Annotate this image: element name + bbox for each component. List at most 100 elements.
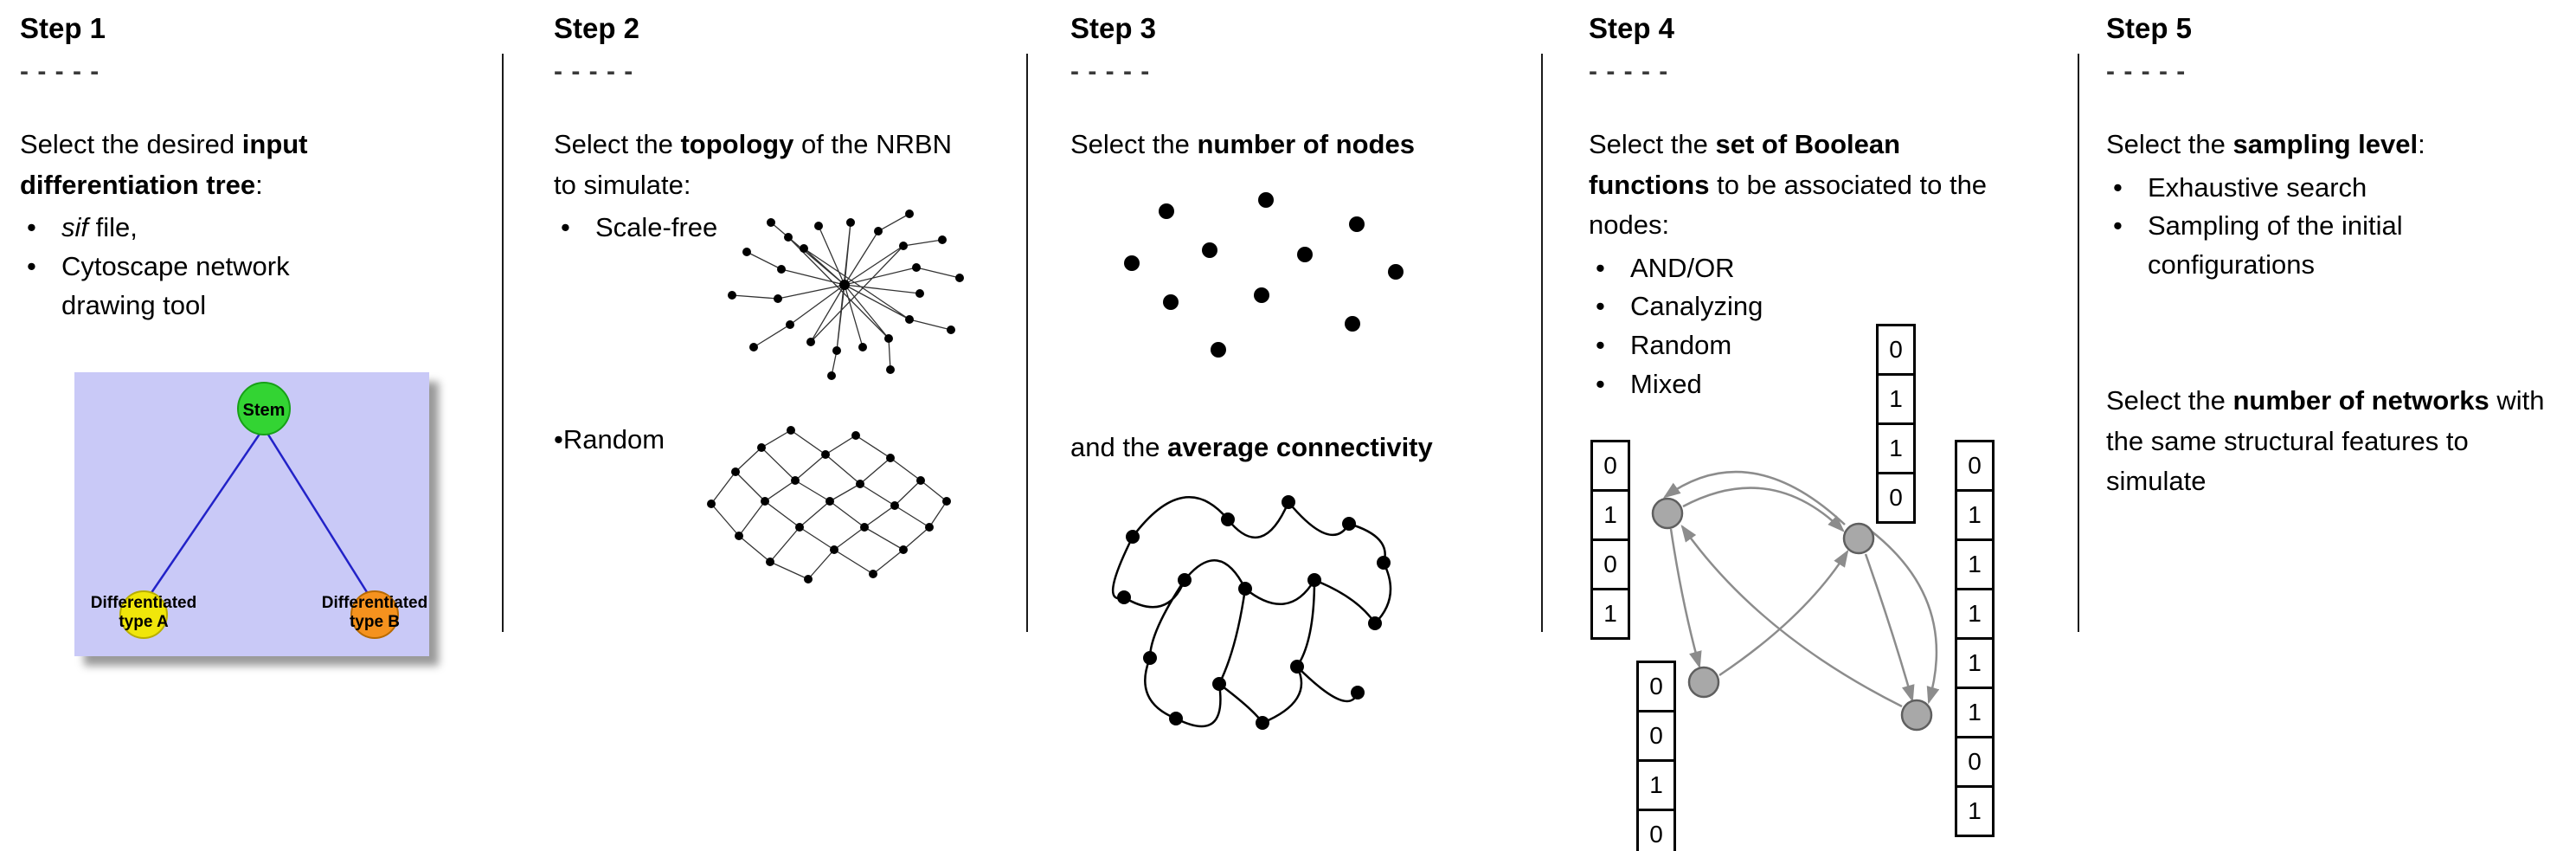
step-5-second-bold: number of networks [2232, 385, 2489, 416]
bullet-text: Sampling of the initial configurations [2148, 210, 2403, 280]
truth-table-cell: 0 [1590, 440, 1630, 492]
bullet-icon: • [1596, 369, 1605, 400]
differentiation-tree-svg: Stem Differentiated type A Differentiate… [91, 382, 427, 639]
type-a-label-line1: Differentiated [91, 594, 196, 612]
list-item: • Random [554, 421, 665, 460]
step-1-dashes: - - - - - [20, 57, 100, 86]
bullet-text: Random [1630, 330, 1732, 361]
list-item: • Sampling of the initial configurations [2106, 207, 2574, 285]
step-5-second: Select the number of networks with the s… [2106, 381, 2556, 502]
list-item: • Exhaustive search [2106, 169, 2574, 208]
bullet-text: Cytoscape network drawing tool [61, 250, 290, 320]
step-5-bullet-list: • Exhaustive search • Sampling of the in… [2106, 169, 2574, 286]
scale-free-network-graphic [728, 210, 964, 380]
step-4-title: Step 4 [1589, 12, 1675, 44]
boolean-node [1842, 522, 1875, 555]
truth-table-cell: 0 [1590, 538, 1630, 590]
truth-table-cell: 1 [1955, 489, 1995, 541]
list-item: • Canalyzing [1589, 287, 2078, 326]
step-3-second-bold: average connectivity [1167, 432, 1433, 462]
step-2-dashes: - - - - - [554, 57, 634, 86]
step-1-intro: Select the desired input differentiation… [20, 125, 427, 205]
bullet-icon: • [2113, 171, 2123, 203]
sif-italic: sif [61, 212, 88, 242]
sif-rest: file, [88, 212, 138, 242]
step-2-title: Step 2 [554, 12, 640, 44]
step-1-title: Step 1 [20, 12, 106, 44]
step-5-intro: Select the sampling level: [2106, 125, 2556, 165]
random-nodes [707, 426, 951, 583]
truth-table-cell: 1 [1955, 588, 1995, 640]
truth-table-cell: 1 [1876, 422, 1916, 474]
truth-table-cell: 1 [1636, 759, 1676, 811]
connectivity-nodes [1117, 495, 1391, 730]
type-b-node [350, 590, 399, 639]
random-network-graphic [707, 426, 951, 583]
boolean-edges [1662, 470, 1940, 708]
step-5-dashes: - - - - - [2106, 57, 2187, 86]
step-5-intro-pre: Select the [2106, 129, 2233, 159]
boolean-network-graphic: 0 1 1 0 0 1 0 1 0 0 1 0 0 1 1 1 [1585, 314, 2001, 851]
truth-table-cell: 0 [1955, 736, 1995, 788]
list-item: • sif file, [20, 209, 502, 248]
bullet-text: Exhaustive search [2148, 171, 2367, 203]
bullet-text: Random [562, 424, 665, 455]
differentiation-tree-graphic: Stem Differentiated type A Differentiate… [74, 372, 429, 656]
bullet-icon: • [554, 424, 563, 455]
step-4-intro-bold: set of Boolean functions [1589, 129, 1901, 200]
random-edges [710, 429, 948, 580]
step-4-column: Step 4 - - - - - Select the set of Boole… [1543, 0, 2078, 851]
step-4-intro: Select the set of Boolean functions to b… [1589, 125, 2021, 246]
truth-table-cell: 0 [1876, 324, 1916, 376]
truth-table-top: 0 1 1 0 [1876, 324, 1916, 524]
list-item: • AND/OR [1589, 249, 2078, 288]
stem-node [237, 382, 291, 435]
truth-table-cell: 0 [1876, 472, 1916, 524]
bullet-icon: • [27, 212, 36, 242]
step-3-dashes: - - - - - [1070, 57, 1151, 86]
step-5-column: Step 5 - - - - - Select the sampling lev… [2079, 0, 2574, 851]
truth-table-cell: 0 [1636, 710, 1676, 762]
boolean-node [1687, 666, 1720, 699]
step-5-second-post: with the same structural features to sim… [2106, 385, 2545, 496]
list-item: • Scale-free [554, 209, 1026, 248]
truth-table-cell: 1 [1955, 637, 1995, 689]
bullet-icon: • [1596, 291, 1605, 322]
truth-table-cell: 0 [1636, 809, 1676, 851]
step-1-intro-pre: Select the desired [20, 129, 242, 159]
bullet-icon: • [1596, 330, 1605, 361]
bullet-icon: • [2113, 210, 2123, 242]
step-5-intro-bold: sampling level [2232, 129, 2419, 159]
step-4-intro-post: to be associated to the nodes: [1589, 169, 1988, 241]
step-3-title: Step 3 [1070, 12, 1157, 44]
step-3-intro-pre: Select the [1070, 129, 1198, 159]
connectivity-edges [1111, 496, 1392, 728]
scatter-dots [1124, 192, 1404, 358]
truth-table-cell: 1 [1955, 785, 1995, 837]
list-item: • Cytoscape network drawing tool [20, 248, 502, 326]
step-5-title: Step 5 [2106, 12, 2193, 44]
column-divider [502, 54, 504, 632]
truth-table-left: 0 1 0 1 [1590, 440, 1630, 640]
step-3-column: Step 3 - - - - - Select the number of no… [1028, 0, 1541, 851]
step-4-bullet-list: • AND/OR • Canalyzing • Random • Mixed [1589, 249, 2078, 405]
step-1-intro-bold: input differentiation tree [20, 129, 308, 200]
bullet-text: sif file, [61, 209, 330, 248]
step-4-intro-pre: Select the [1589, 129, 1716, 159]
list-item: • Random [1589, 326, 2078, 365]
scale-free-nodes [728, 210, 964, 380]
type-b-label-line1: Differentiated [322, 594, 427, 612]
step-1-intro-post: : [255, 169, 263, 200]
bullet-text: Scale-free [595, 212, 718, 242]
truth-table-cell: 0 [1955, 440, 1995, 492]
step-2-intro-post: of the NRBN to simulate: [554, 129, 952, 200]
type-a-node [119, 590, 168, 639]
truth-table-cell: 1 [1955, 687, 1995, 738]
step-2-intro-pre: Select the [554, 129, 681, 159]
column-divider [2078, 54, 2079, 632]
step-2-bullet-list: • Scale-free [554, 209, 1026, 248]
step-3-intro: Select the number of nodes [1070, 125, 1555, 165]
bullet-text: AND/OR [1630, 252, 1735, 283]
bullet-icon: • [561, 212, 570, 242]
nodes-scatter-graphic [1124, 192, 1404, 358]
